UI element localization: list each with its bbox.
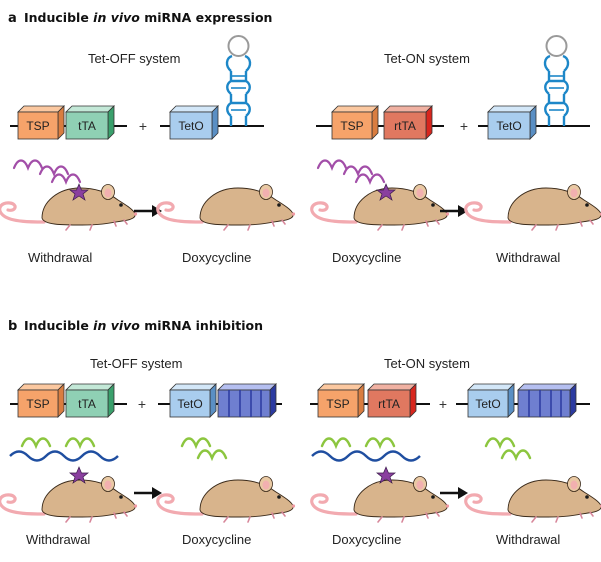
construct-tsp-tta: TSP tTA [10, 383, 127, 418]
teto-box [487, 111, 531, 140]
tsp-box [331, 111, 373, 140]
star-marker-icon [69, 183, 89, 201]
teto-box [467, 389, 509, 418]
mirna-wave-icon [180, 437, 228, 462]
star-marker-icon [376, 466, 396, 484]
sponge-wave-icon [311, 450, 421, 462]
sponge-wave-icon [9, 450, 119, 462]
tet-off-label: Tet-OFF system [90, 356, 182, 371]
teto-box [169, 389, 211, 418]
tet-on-label: Tet-ON system [384, 51, 470, 66]
mouse-icon [310, 474, 451, 524]
tsp-box [17, 389, 59, 418]
panel-b-title: Inducible in vivo miRNA inhibition [24, 318, 263, 333]
mouse-icon [464, 182, 601, 232]
teto-label: TetO [178, 119, 203, 133]
panel-a-title: Inducible in vivo miRNA expression [24, 10, 272, 25]
rtta-box [367, 389, 411, 418]
mouse-icon [0, 474, 139, 524]
tta-box [65, 111, 109, 140]
construct-teto-hairpin: TetO [160, 35, 264, 140]
star-marker-icon [376, 183, 396, 201]
mouse-icon [464, 474, 601, 524]
teto-label: TetO [177, 397, 202, 411]
tsp-label: TSP [340, 119, 363, 133]
teto-label: TetO [496, 119, 521, 133]
condition-label: Doxycycline [332, 532, 401, 547]
mirna-wave-icon [20, 437, 96, 450]
construct-tsp-rtta: TSP rtTA [316, 105, 444, 140]
mirna-wave-icon [316, 159, 386, 184]
tsp-label: TSP [26, 119, 49, 133]
construct-teto-sponge: TetO [158, 383, 282, 418]
condition-label: Doxycycline [332, 250, 401, 265]
star-marker-icon [69, 466, 89, 484]
panel-b: b Inducible in vivo miRNA inhibition Tet… [0, 318, 601, 547]
condition-label: Withdrawal [496, 532, 560, 547]
tta-label: tTA [78, 119, 96, 133]
construct-tsp-tta: TSP tTA [10, 105, 127, 140]
mirna-wave-icon [12, 159, 82, 184]
condition-label: Doxycycline [182, 250, 251, 265]
mirna-hairpin-icon [543, 54, 570, 126]
plus-sign: + [460, 118, 468, 134]
sponge-repeats-icon [517, 383, 577, 418]
plus-sign: + [439, 396, 447, 412]
tsp-box [17, 111, 59, 140]
tet-on-label: Tet-ON system [384, 356, 470, 371]
tsp-box [317, 389, 359, 418]
rtta-label: rtTA [378, 397, 400, 411]
mouse-icon [0, 182, 139, 232]
plus-sign: + [138, 396, 146, 412]
tsp-label: TSP [326, 397, 349, 411]
rtta-label: rtTA [394, 119, 416, 133]
panel-a: a Inducible in vivo miRNA expression Tet… [0, 10, 601, 265]
rtta-box [383, 111, 427, 140]
tta-box [65, 389, 109, 418]
mirna-wave-icon [320, 437, 396, 450]
panel-a-letter: a [8, 11, 17, 26]
teto-label: TetO [475, 397, 500, 411]
mirna-hairpin-icon [225, 54, 252, 126]
tta-label: tTA [78, 397, 96, 411]
mouse-icon [156, 474, 297, 524]
construct-teto-sponge: TetO [456, 383, 590, 418]
plus-sign: + [139, 118, 147, 134]
construct-teto-hairpin: TetO [478, 35, 590, 140]
condition-label: Withdrawal [496, 250, 560, 265]
condition-label: Doxycycline [182, 532, 251, 547]
tsp-label: TSP [26, 397, 49, 411]
construct-tsp-rtta: TSP rtTA [310, 383, 430, 418]
tet-off-label: Tet-OFF system [88, 51, 180, 66]
panel-b-letter: b [8, 319, 17, 334]
mouse-icon [156, 182, 297, 232]
mirna-wave-icon [484, 437, 532, 462]
condition-label: Withdrawal [26, 532, 90, 547]
sponge-repeats-icon [217, 383, 277, 418]
condition-label: Withdrawal [28, 250, 92, 265]
teto-box [169, 111, 213, 140]
